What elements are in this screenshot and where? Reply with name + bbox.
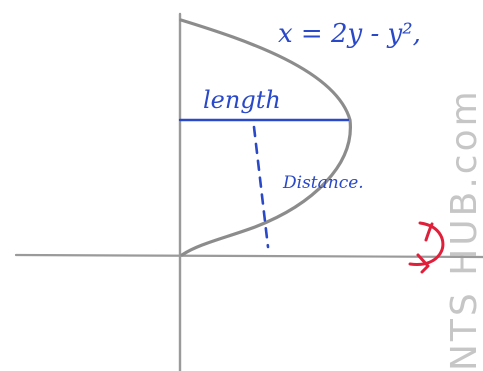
watermark-text: NTS HUB.com [444,88,483,371]
curved-arrow-icon [408,221,445,274]
parabola-curve [179,18,352,257]
distance-label: Distance. [282,173,364,193]
length-label: length [203,86,281,114]
distance-line [252,125,270,249]
x-axis [14,253,483,259]
equation-label: x = 2y - y², [278,19,421,49]
